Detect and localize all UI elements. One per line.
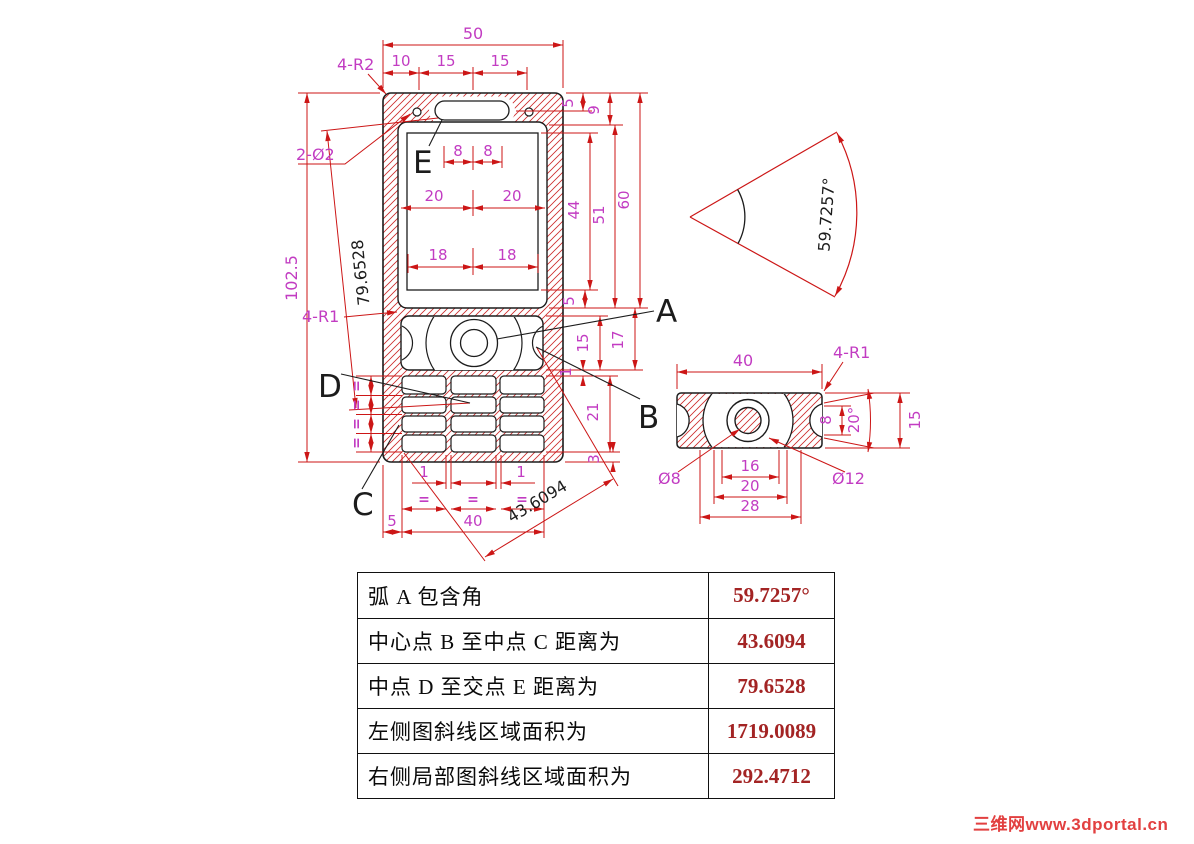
dim-5-mid: 5 bbox=[560, 296, 578, 306]
dim-side-15: 15 bbox=[906, 410, 924, 429]
measurement-label: 左侧图斜线区域面积为 bbox=[368, 720, 588, 744]
speaker-slot bbox=[434, 100, 510, 121]
dim-eq-b: = bbox=[467, 492, 479, 508]
point-label-b: B bbox=[638, 400, 659, 436]
label-dia8: Ø8 bbox=[658, 469, 681, 488]
table-row: 左侧图斜线区域面积为 1719.0089 bbox=[358, 708, 834, 753]
dim-60: 60 bbox=[615, 190, 633, 209]
dim-18a: 18 bbox=[428, 246, 447, 264]
measurement-value: 43.6094 bbox=[708, 619, 834, 663]
dim-side-8: 8 bbox=[817, 415, 835, 425]
measurement-label: 右侧局部图斜线区域面积为 bbox=[368, 765, 632, 789]
dim-eq-r1: = bbox=[349, 380, 365, 392]
measurement-table: 弧 A 包含角 59.7257° 中心点 B 至中点 C 距离为 43.6094… bbox=[357, 572, 835, 799]
dim-18b: 18 bbox=[497, 246, 516, 264]
label-dia12: Ø12 bbox=[832, 469, 865, 488]
nav-ring-inner bbox=[459, 328, 489, 358]
leader-lines bbox=[298, 73, 411, 318]
dim-side-20: 20 bbox=[740, 477, 759, 495]
table-row: 中点 D 至交点 E 距离为 79.6528 bbox=[358, 663, 834, 708]
dim-79-6528: 79.6528 bbox=[348, 239, 374, 307]
dim-50: 50 bbox=[463, 24, 483, 43]
dim-15-nav: 15 bbox=[574, 333, 592, 352]
dim-17: 17 bbox=[609, 330, 627, 349]
side-ring-inner bbox=[734, 406, 762, 435]
dim-5-bottom: 5 bbox=[387, 512, 397, 530]
dim-59-7257: 59.7257° bbox=[814, 177, 838, 252]
point-leaders bbox=[340, 119, 655, 490]
side-view: 40 4-R1 8 20° 15 16 20 28 Ø8 Ø12 bbox=[658, 343, 924, 524]
measurement-label: 中点 D 至交点 E 距离为 bbox=[368, 675, 599, 699]
dim-eq-c: = bbox=[516, 492, 528, 508]
dim-9: 9 bbox=[585, 105, 603, 115]
dim-15a: 15 bbox=[436, 52, 455, 70]
dim-44: 44 bbox=[565, 200, 583, 219]
side-notch-left bbox=[676, 403, 690, 438]
measurement-label: 弧 A 包含角 bbox=[368, 584, 484, 609]
dim-51: 51 bbox=[590, 205, 608, 224]
hole-left bbox=[412, 107, 422, 117]
table-row: 弧 A 包含角 59.7257° bbox=[358, 573, 834, 618]
dim-3: 3 bbox=[585, 454, 603, 464]
dim-eq-r4: = bbox=[349, 437, 365, 449]
dim-gap-1b: 1 bbox=[516, 463, 526, 481]
front-view: 50 10 15 15 4-R2 102.5 2-Ø2 4-R1 79.6528… bbox=[282, 24, 677, 562]
label-4r1: 4-R1 bbox=[302, 307, 339, 326]
dimension-lines bbox=[304, 42, 643, 558]
dim-21: 21 bbox=[584, 402, 602, 421]
point-label-a: A bbox=[656, 294, 677, 330]
table-row: 右侧局部图斜线区域面积为 292.4712 bbox=[358, 753, 834, 798]
point-label-d: D bbox=[318, 369, 342, 405]
measurement-value: 292.4712 bbox=[708, 754, 834, 798]
dim-eq-r2: = bbox=[349, 399, 365, 411]
dim-gap-1a: 1 bbox=[419, 463, 429, 481]
measurement-value: 59.7257° bbox=[708, 573, 834, 618]
angle-arc bbox=[737, 189, 746, 244]
dim-20b: 20 bbox=[502, 187, 521, 205]
angle-detail-view: 59.7257° bbox=[689, 131, 858, 298]
dim-8a: 8 bbox=[453, 142, 463, 160]
measurement-value: 79.6528 bbox=[708, 664, 834, 708]
dim-8b: 8 bbox=[483, 142, 493, 160]
label-2d2: 2-Ø2 bbox=[296, 145, 335, 164]
measurement-value: 1719.0089 bbox=[708, 709, 834, 753]
nav-key-left bbox=[401, 325, 414, 361]
dim-10: 10 bbox=[391, 52, 410, 70]
dim-43-6094: 43.6094 bbox=[504, 476, 571, 526]
nav-key-right bbox=[531, 325, 544, 361]
dim-102-5: 102.5 bbox=[282, 255, 301, 301]
dim-1-right: 1 bbox=[557, 367, 575, 377]
dim-side-28: 28 bbox=[740, 497, 759, 515]
measurement-label: 中心点 B 至中点 C 距离为 bbox=[368, 630, 622, 654]
side-notch-right bbox=[809, 403, 823, 438]
dim-eq-a: = bbox=[418, 492, 430, 508]
dim-side-20deg: 20° bbox=[845, 407, 863, 434]
table-row: 中心点 B 至中点 C 距离为 43.6094 bbox=[358, 618, 834, 663]
hole-right bbox=[524, 107, 534, 117]
label-4r2: 4-R2 bbox=[337, 55, 374, 74]
dim-5-top: 5 bbox=[559, 98, 577, 108]
dim-20a: 20 bbox=[424, 187, 443, 205]
label-side-4r1: 4-R1 bbox=[833, 343, 870, 362]
dim-15b: 15 bbox=[490, 52, 509, 70]
point-label-c: C bbox=[352, 487, 374, 523]
dim-side-16: 16 bbox=[740, 457, 759, 475]
dim-eq-r3: = bbox=[349, 418, 365, 430]
dim-side-40: 40 bbox=[733, 351, 753, 370]
watermark: 三维网www.3dportal.cn bbox=[973, 815, 1169, 834]
dim-40: 40 bbox=[463, 512, 482, 530]
point-label-e: E bbox=[413, 145, 433, 181]
side-dimension-lines bbox=[677, 361, 903, 520]
